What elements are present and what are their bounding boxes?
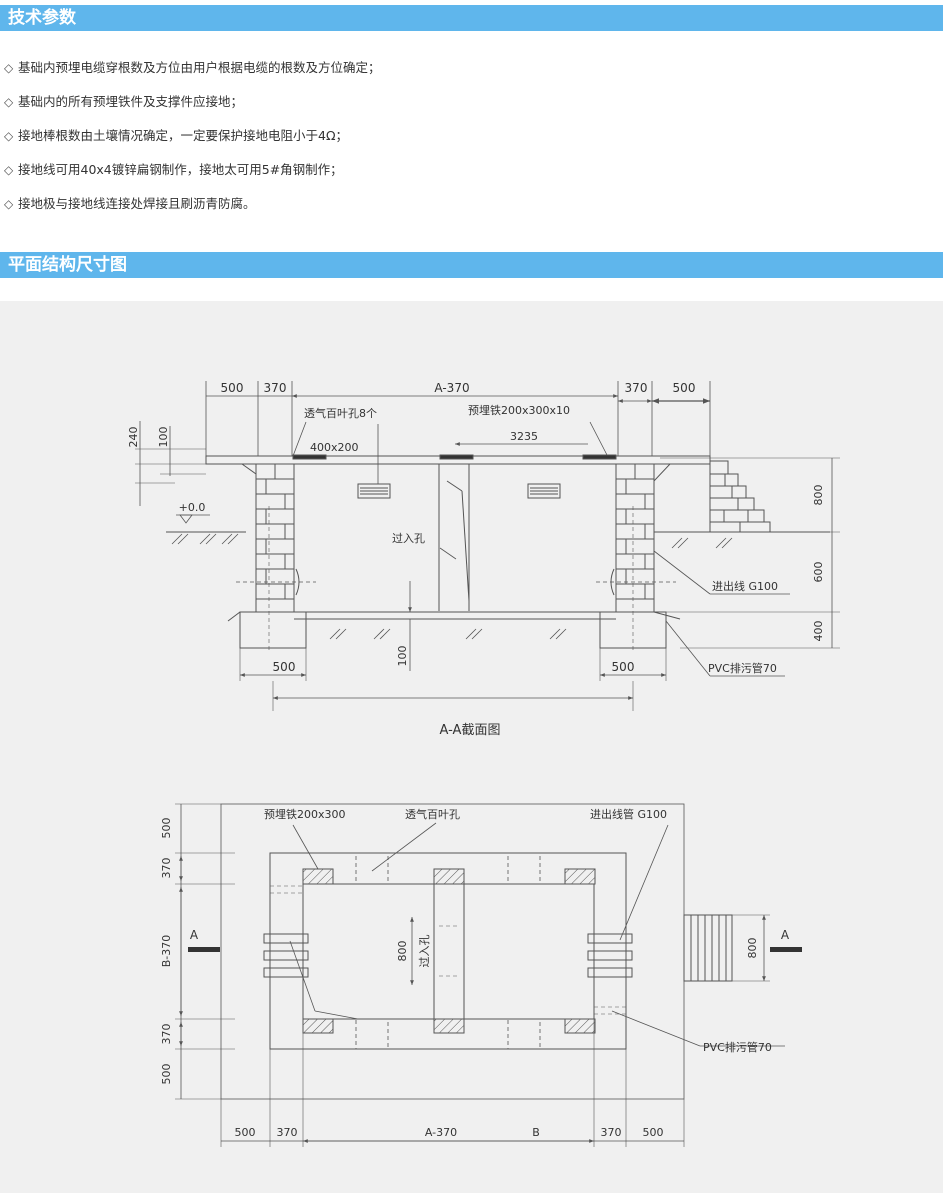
section-view	[135, 381, 840, 711]
dim-a-370: A-370	[434, 381, 469, 395]
plan-label-iron: 预埋铁200x300	[264, 808, 346, 821]
plan-dim-500: 500	[235, 1126, 256, 1139]
dim-600: 600	[812, 562, 825, 583]
section-mark-left: A	[190, 928, 199, 942]
dim-3235: 3235	[510, 430, 538, 443]
plan-label-manhole: 过入孔	[418, 935, 431, 968]
plan-dim-500: 500	[160, 1064, 173, 1085]
param-item: ◇接地棒根数由土壤情况确定，一定要保护接地电阻小于4Ω；	[4, 126, 381, 160]
dim-500: 500	[221, 381, 244, 395]
plan-label-drain: PVC排污管70	[703, 1040, 772, 1054]
diamond-icon: ◇	[4, 129, 14, 143]
param-list: ◇基础内预埋电缆穿根数及方位由用户根据电缆的根数及方位确定； ◇基础内的所有预埋…	[4, 58, 381, 228]
plan-label-louver: 透气百叶孔	[405, 807, 460, 821]
level-mark: +0.0	[179, 501, 206, 514]
section-caption: A-A截面图	[440, 723, 501, 738]
dim-100: 100	[396, 646, 409, 667]
param-item: ◇基础内预埋电缆穿根数及方位由用户根据电缆的根数及方位确定；	[4, 58, 381, 92]
drawing-svg: 500 370 A-370 370 500 透气百叶孔8个 预埋铁200x300…	[127, 381, 840, 1147]
dim-500: 500	[673, 381, 696, 395]
plan-dim-800: 800	[396, 941, 409, 962]
drawing-area: 500 370 A-370 370 500 透气百叶孔8个 预埋铁200x300…	[0, 301, 943, 1193]
label-louver: 透气百叶孔8个	[304, 406, 377, 420]
plan-dim-800-right: 800	[746, 938, 759, 959]
dim-370: 370	[625, 381, 648, 395]
dim-500: 500	[273, 660, 296, 674]
dim-800: 800	[812, 485, 825, 506]
dim-240: 240	[127, 427, 140, 448]
plan-dim-a-370: A-370	[425, 1126, 457, 1139]
plan-view	[175, 803, 802, 1147]
plan-dim-370: 370	[277, 1126, 298, 1139]
plan-dim-370: 370	[160, 858, 173, 879]
dim-400: 400	[812, 621, 825, 642]
dim-370: 370	[264, 381, 287, 395]
label-iron: 预埋铁200x300x10	[468, 404, 570, 417]
plan-dim-370: 370	[160, 1024, 173, 1045]
plan-dim-370: 370	[601, 1126, 622, 1139]
diamond-icon: ◇	[4, 61, 14, 75]
plan-view-labels: 预埋铁200x300 透气百叶孔 进出线管 G100 PVC排污管70 过入孔 …	[160, 807, 790, 1139]
dim-100: 100	[157, 427, 170, 448]
param-item: ◇接地极与接地线连接处焊接且刷沥青防腐。	[4, 194, 381, 228]
label-400x200: 400x200	[310, 441, 359, 454]
tech-params-title: 技术参数	[8, 8, 76, 28]
param-item: ◇基础内的所有预埋铁件及支撑件应接地；	[4, 92, 381, 126]
plan-dim-500: 500	[160, 818, 173, 839]
diamond-icon: ◇	[4, 197, 14, 211]
section-view-labels: 500 370 A-370 370 500 透气百叶孔8个 预埋铁200x300…	[127, 381, 825, 738]
label-manhole: 过入孔	[392, 532, 425, 545]
label-drain: PVC排污管70	[708, 661, 777, 675]
param-item: ◇接地线可用40x4镀锌扁钢制作，接地太可用5#角钢制作；	[4, 160, 381, 194]
dim-500: 500	[612, 660, 635, 674]
diamond-icon: ◇	[4, 163, 14, 177]
plan-header: 平面结构尺寸图	[0, 252, 943, 278]
section-mark-right: A	[781, 928, 790, 942]
diamond-icon: ◇	[4, 95, 14, 109]
plan-dim-b-370: B-370	[160, 935, 173, 968]
tech-params-header: 技术参数	[0, 5, 943, 31]
plan-label-inlet: 进出线管 G100	[590, 807, 667, 821]
label-inlet: 进出线 G100	[712, 579, 778, 593]
plan-dim-500: 500	[643, 1126, 664, 1139]
plan-dim-b: B	[532, 1126, 540, 1139]
plan-title: 平面结构尺寸图	[8, 255, 127, 275]
